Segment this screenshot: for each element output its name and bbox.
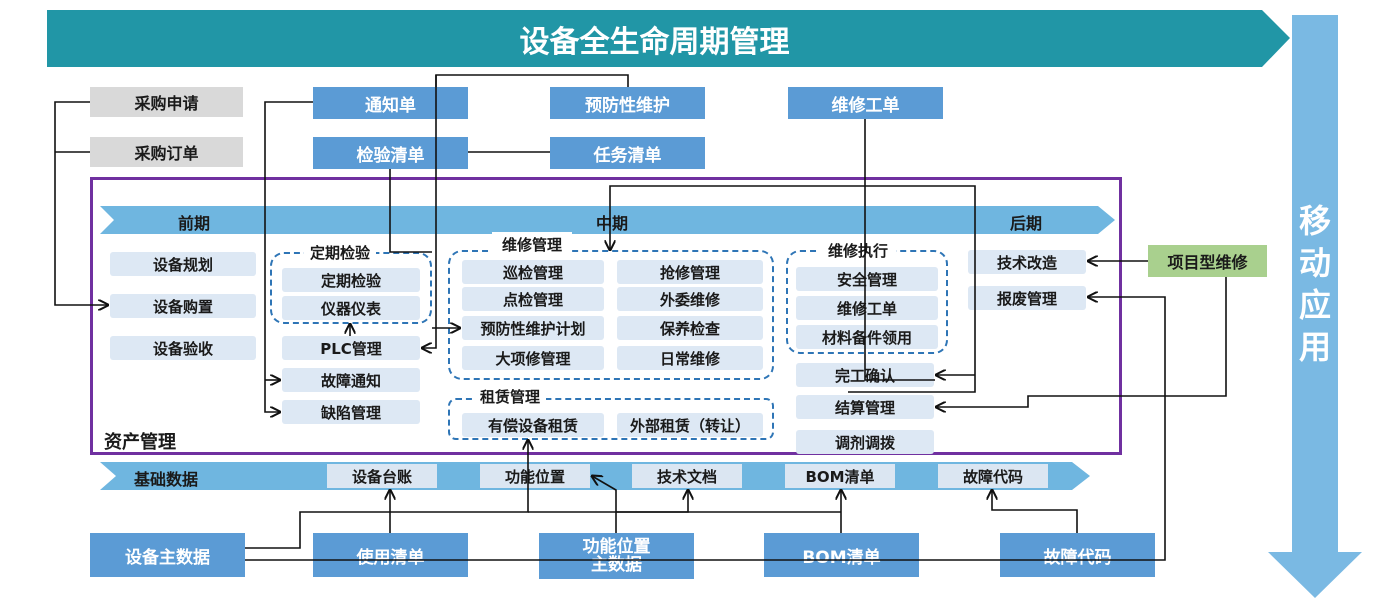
leasing-label: 租赁管理 (474, 386, 547, 407)
task-list-box: 任务清单 (550, 137, 705, 169)
stage-late: 后期 (1010, 214, 1043, 233)
exec-repair-order: 维修工单 (796, 296, 938, 320)
page-title: 设备全生命周期管理 (519, 24, 790, 60)
periodic-item-instruments: 仪器仪表 (282, 296, 420, 320)
early-item-purchase: 设备购置 (110, 294, 256, 318)
after-settlement: 结算管理 (796, 395, 934, 419)
after-completion: 完工确认 (796, 363, 934, 387)
bottom-fault-codes: 故障代码 (1000, 533, 1155, 577)
early-item-acceptance: 设备验收 (110, 336, 256, 360)
periodic-item-inspection: 定期检验 (282, 268, 420, 292)
maint-preventive-plan: 预防性维护计划 (462, 316, 604, 340)
asset-management-label: 资产管理 (104, 432, 176, 453)
base-fault-codes: 故障代码 (938, 464, 1048, 488)
bottom-bom: BOM清单 (764, 533, 919, 577)
bottom-equipment-master: 设备主数据 (90, 533, 245, 577)
purchase-request-box: 采购申请 (90, 87, 243, 117)
maintenance-label: 维修管理 (492, 232, 573, 257)
left-item-fault-notice: 故障通知 (282, 368, 420, 392)
maint-spot-check: 点检管理 (462, 287, 604, 311)
bottom-usage-list: 使用清单 (313, 533, 468, 577)
base-tech-docs: 技术文档 (632, 464, 742, 488)
preventive-maintenance-box: 预防性维护 (550, 87, 705, 119)
early-item-planning: 设备规划 (110, 252, 256, 276)
base-bom: BOM清单 (785, 464, 895, 488)
stage-early: 前期 (178, 214, 211, 233)
exec-materials: 材料备件领用 (796, 325, 938, 349)
leasing-paid: 有偿设备租赁 (462, 413, 604, 437)
mobile-app-label: 移动应用 (1298, 202, 1331, 366)
execution-label: 维修执行 (820, 240, 897, 261)
maint-patrol: 巡检管理 (462, 260, 604, 284)
leasing-group (448, 398, 774, 440)
left-item-plc: PLC管理 (282, 336, 420, 360)
base-data-label: 基础数据 (134, 470, 199, 489)
maint-daily: 日常维修 (617, 346, 763, 370)
maint-emergency: 抢修管理 (617, 260, 763, 284)
stage-middle: 中期 (596, 214, 629, 233)
bottom-location-master: 功能位置 主数据 (539, 533, 694, 579)
maint-overhaul: 大项修管理 (462, 346, 604, 370)
base-location: 功能位置 (480, 464, 590, 488)
inspection-list-box: 检验清单 (313, 137, 468, 169)
notice-box: 通知单 (313, 87, 468, 119)
late-tech-upgrade: 技术改造 (968, 250, 1086, 274)
periodic-inspection-label: 定期检验 (304, 242, 377, 263)
left-item-defect: 缺陷管理 (282, 400, 420, 424)
late-scrapping: 报废管理 (968, 286, 1086, 310)
maint-upkeep-check: 保养检查 (617, 316, 763, 340)
maint-outsourced: 外委维修 (617, 287, 763, 311)
repair-order-box: 维修工单 (788, 87, 943, 119)
leasing-external: 外部租赁（转让） (617, 413, 763, 437)
after-allocation: 调剂调拨 (796, 430, 934, 454)
purchase-order-box: 采购订单 (90, 137, 243, 167)
exec-safety: 安全管理 (796, 267, 938, 291)
project-repair-box: 项目型维修 (1148, 245, 1267, 277)
base-ledger: 设备台账 (327, 464, 437, 488)
